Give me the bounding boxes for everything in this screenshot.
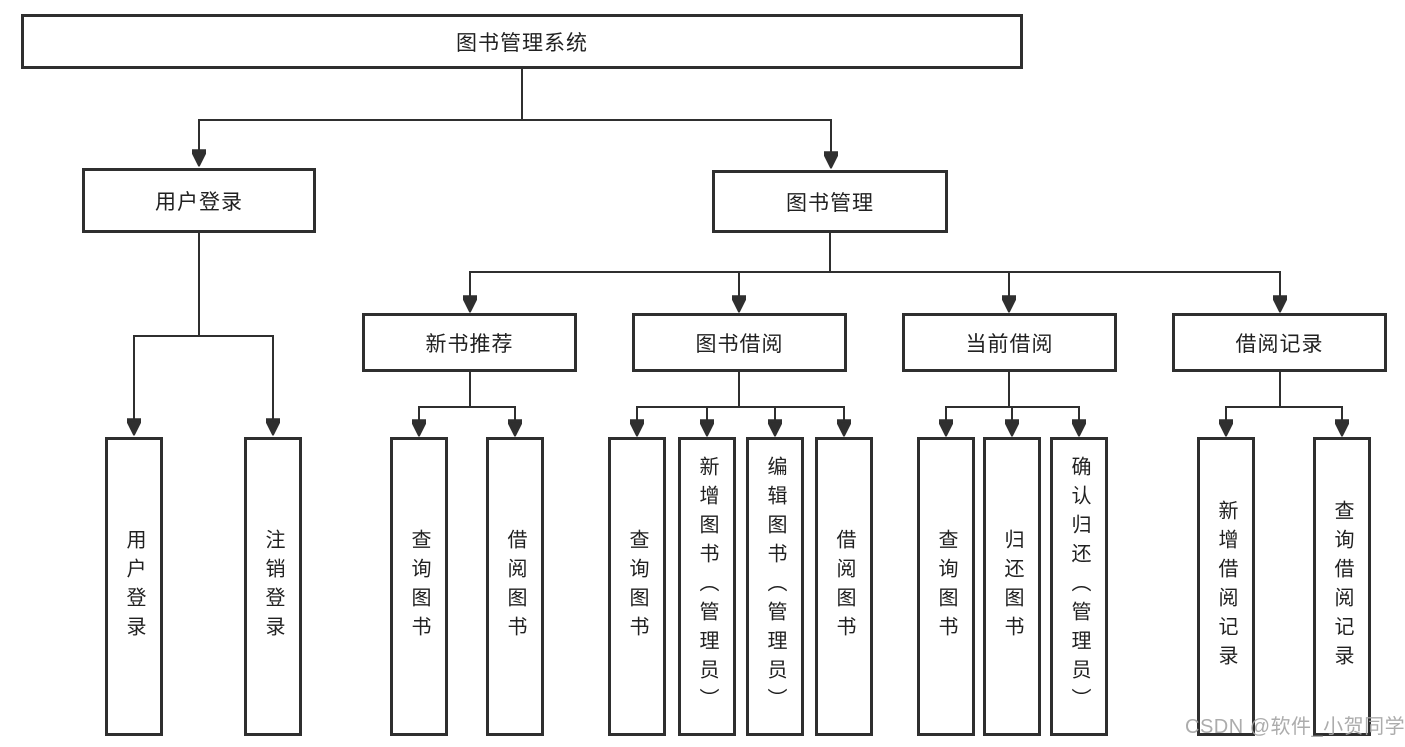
- leaf-confirm-return-admin: 确认归还（管理员）: [1050, 437, 1108, 736]
- leaf-query-borrow-record: 查询借阅记录: [1313, 437, 1371, 736]
- leaf-logout-label: 注销登录: [262, 528, 284, 645]
- leaf-edit-books-admin-label: 编辑图书（管理员）: [764, 456, 786, 717]
- node-book-management: 图书管理: [712, 170, 948, 233]
- leaf-edit-books-admin: 编辑图书（管理员）: [746, 437, 804, 736]
- node-current-borrowing: 当前借阅: [902, 313, 1117, 372]
- node-new-book-recommendation-label: 新书推荐: [425, 332, 514, 356]
- leaf-query-books-recommend-label: 查询图书: [408, 528, 430, 645]
- leaf-return-books-label: 归还图书: [1001, 528, 1023, 645]
- leaf-confirm-return-admin-label: 确认归还（管理员）: [1068, 456, 1090, 717]
- leaf-borrow-books-label: 借阅图书: [833, 528, 855, 645]
- leaf-borrow-books: 借阅图书: [815, 437, 873, 736]
- leaf-query-books-current: 查询图书: [917, 437, 975, 736]
- node-root-label: 图书管理系统: [456, 31, 588, 55]
- leaf-return-books: 归还图书: [983, 437, 1041, 736]
- leaf-borrow-books-recommend-label: 借阅图书: [504, 528, 526, 645]
- leaf-add-borrow-record: 新增借阅记录: [1197, 437, 1255, 736]
- leaf-add-books-admin: 新增图书（管理员）: [678, 437, 736, 736]
- node-book-borrowing: 图书借阅: [632, 313, 847, 372]
- leaf-logout: 注销登录: [244, 437, 302, 736]
- node-borrowing-records: 借阅记录: [1172, 313, 1387, 372]
- leaf-query-books-recommend: 查询图书: [390, 437, 448, 736]
- node-root: 图书管理系统: [21, 14, 1023, 69]
- leaf-add-borrow-record-label: 新增借阅记录: [1215, 499, 1237, 674]
- node-user-login-label: 用户登录: [155, 190, 243, 214]
- watermark-text: CSDN @软件_小贺同学: [1185, 716, 1405, 738]
- leaf-user-login-label: 用户登录: [123, 528, 145, 645]
- node-borrowing-records-label: 借阅记录: [1235, 332, 1324, 356]
- leaf-borrow-books-recommend: 借阅图书: [486, 437, 544, 736]
- leaf-add-books-admin-label: 新增图书（管理员）: [696, 456, 718, 717]
- leaf-query-books-borrowing-label: 查询图书: [626, 528, 648, 645]
- node-current-borrowing-label: 当前借阅: [965, 332, 1054, 356]
- node-book-borrowing-label: 图书借阅: [695, 332, 784, 356]
- leaf-query-books-borrowing: 查询图书: [608, 437, 666, 736]
- leaf-query-borrow-record-label: 查询借阅记录: [1331, 499, 1353, 674]
- leaf-query-books-current-label: 查询图书: [935, 528, 957, 645]
- node-book-management-label: 图书管理: [786, 191, 874, 215]
- leaf-user-login: 用户登录: [105, 437, 163, 736]
- node-user-login: 用户登录: [82, 168, 316, 233]
- node-new-book-recommendation: 新书推荐: [362, 313, 577, 372]
